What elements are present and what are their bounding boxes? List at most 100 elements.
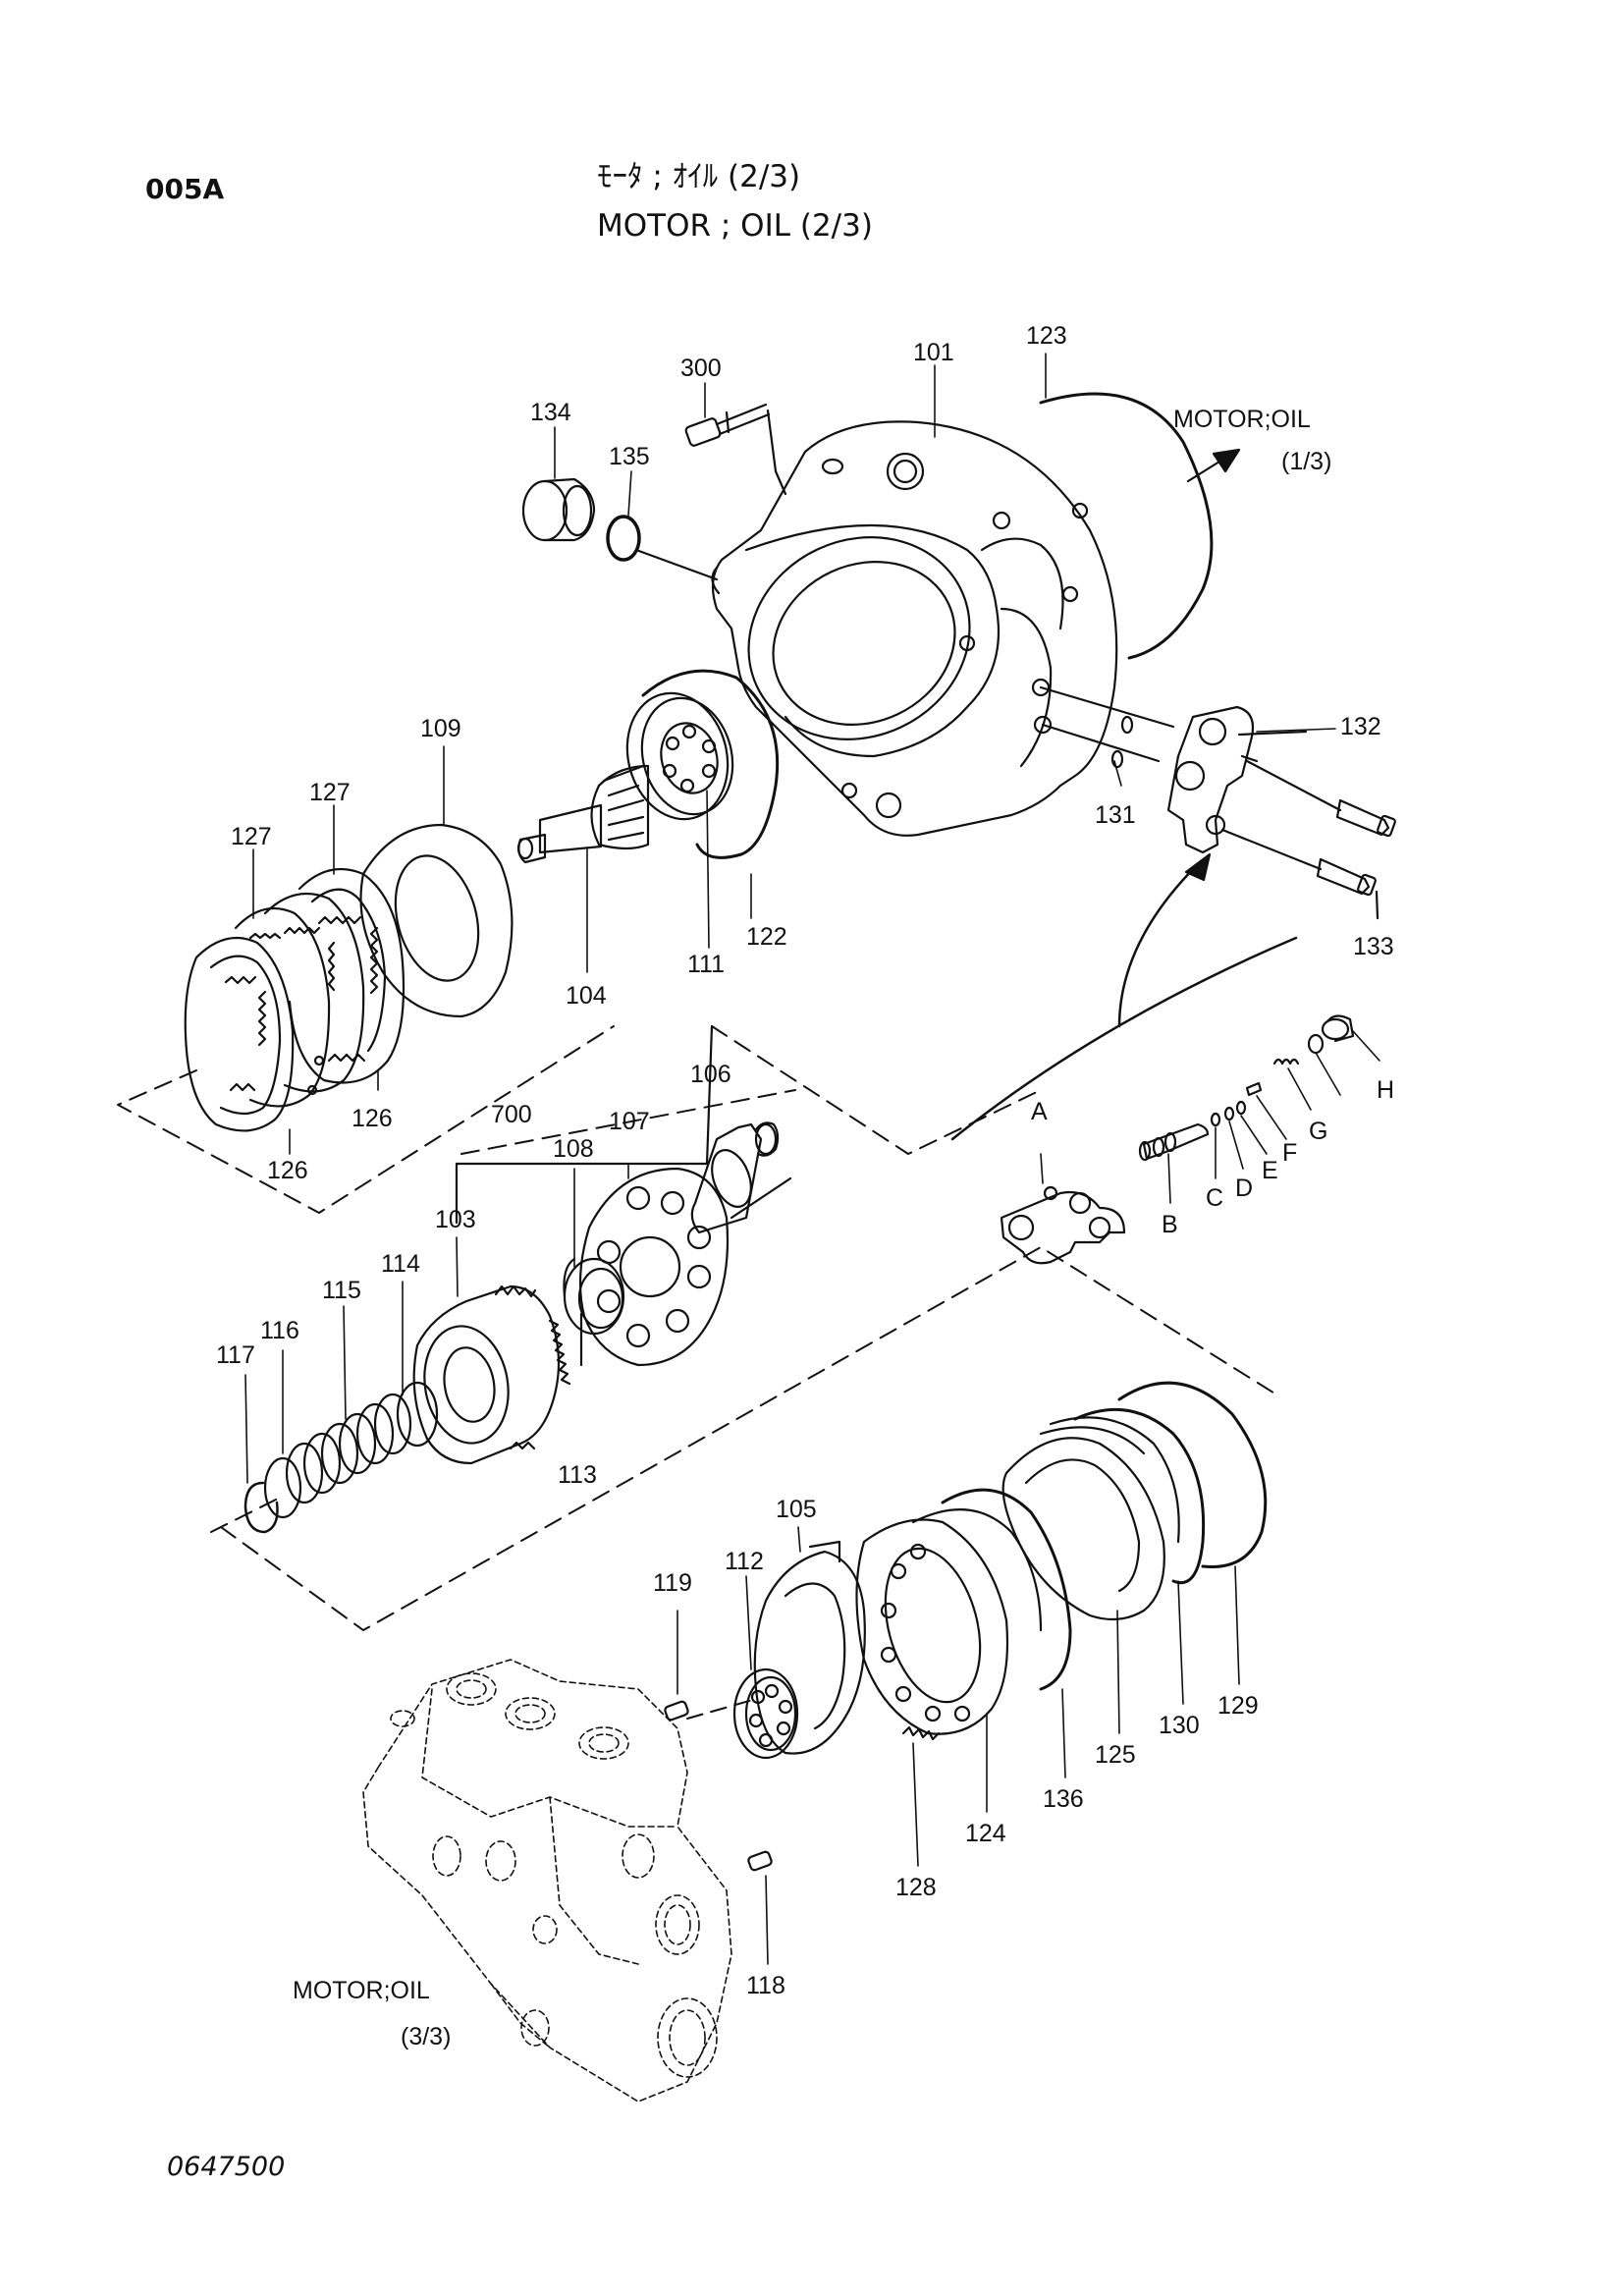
friction-plate-126-mid [263,892,365,1093]
reference-arrow-motor-oil-1-3 [1186,448,1241,483]
valve-ring-D [1223,1106,1235,1121]
thrust-plate-109 [359,823,514,1018]
ref-motor-oil-3-3-line2: (3/3) [401,2023,451,2050]
label-106: 106 [690,1061,731,1088]
valve-poppet-B [1138,1122,1210,1162]
label-A: A [1031,1098,1048,1125]
plug-134 [521,477,596,542]
label-136: 136 [1043,1785,1084,1813]
label-104: 104 [566,982,607,1010]
washer-116 [263,1456,302,1519]
label-D: D [1235,1175,1253,1202]
valve-spring-G [1272,1058,1300,1066]
label-126-right: 126 [352,1105,393,1132]
valve-plate-105 [753,1540,866,1755]
label-G: G [1309,1118,1327,1145]
ring-125 [1001,1416,1180,1621]
o-ring-136 [941,1488,1072,1691]
label-117: 117 [216,1341,255,1369]
motor-housing-101 [711,420,1118,837]
label-109: 109 [420,715,461,742]
label-F: F [1282,1139,1297,1167]
label-130: 130 [1159,1712,1200,1739]
valve-body-A [1000,1185,1126,1265]
label-127-upper: 127 [309,779,351,806]
spring-115 [285,1393,412,1504]
washer-114 [396,1381,439,1448]
label-H: H [1377,1076,1394,1104]
label-135: 135 [609,443,650,470]
label-115: 115 [322,1277,361,1304]
fitting-block-132 [1039,685,1342,871]
label-B: B [1162,1211,1178,1238]
label-111: 111 [687,951,725,978]
valve-leaders [1040,1030,1380,1204]
label-101: 101 [913,339,954,366]
label-114: 114 [381,1250,420,1278]
label-127-lower: 127 [231,823,272,850]
valve-sub-assembly-outline [950,852,1298,1141]
label-134: 134 [530,399,571,426]
brake-piston-124 [855,1508,1043,1735]
pin-118 [747,1850,773,1872]
label-108: 108 [553,1135,594,1163]
label-107: 107 [609,1108,650,1135]
ref-motor-oil-1-3-line2: (1/3) [1281,448,1331,475]
label-124: 124 [965,1820,1006,1847]
o-ring-135 [606,515,719,581]
label-118: 118 [746,1972,785,1999]
leader-dashed-lower [686,1698,757,1720]
label-133: 133 [1353,933,1394,960]
label-103: 103 [435,1206,476,1233]
ref-motor-oil-1-3-line1: MOTOR;OIL [1173,406,1311,433]
label-105: 105 [776,1496,817,1523]
label-131: 131 [1095,801,1136,829]
label-128: 128 [895,1874,937,1901]
reference-texts: MOTOR;OIL (1/3) MOTOR;OIL (3/3) [293,406,1331,2050]
holder-108 [563,1257,625,1336]
title-english: MOTOR ; OIL (2/3) [597,208,873,244]
ref-motor-oil-3-3-line1: MOTOR;OIL [293,1977,430,2004]
bearing-112 [732,1667,799,1760]
part-number-labels: 300 101 123 134 135 132 131 133 109 127 … [216,322,1394,1999]
bolt-300 [684,403,787,496]
label-122: 122 [746,923,787,951]
label-125: 125 [1095,1741,1136,1769]
valve-ring-E [1235,1100,1247,1116]
piston-106 [690,1121,780,1234]
separator-plate-127-front [234,906,331,1108]
drawing-code: 005A [145,173,224,205]
cylinder-block-103 [412,1285,571,1465]
shaft-104 [516,764,650,864]
spring-128 [901,1725,941,1741]
o-ring-123 [1039,392,1214,660]
snap-ring-122 [641,669,780,859]
label-129: 129 [1217,1692,1259,1720]
bolts-133 [1316,798,1396,920]
document-number: 0647500 [167,2152,285,2182]
label-300: 300 [680,355,722,382]
bearing-111 [625,691,734,821]
o-ring-129 [1117,1381,1268,1569]
plates-group-outline [117,1025,615,1214]
separator-plate-127-back [288,867,406,1084]
valve-pin-F [1245,1081,1263,1097]
label-132: 132 [1340,713,1381,740]
label-E: E [1262,1157,1278,1184]
friction-plate-126-front [184,936,325,1132]
label-C: C [1206,1184,1223,1212]
valve-ring-I [1307,1033,1325,1055]
label-123: 123 [1026,322,1067,350]
piston-leader [730,1176,792,1220]
leader-700 [455,1024,714,1225]
label-113: 113 [558,1461,597,1489]
label-119: 119 [653,1569,692,1597]
snap-ring-117 [243,1481,279,1534]
label-116: 116 [260,1317,299,1344]
label-112: 112 [725,1548,764,1575]
valve-ring-C [1210,1112,1221,1127]
label-126-left: 126 [267,1157,308,1184]
label-700: 700 [491,1101,532,1128]
